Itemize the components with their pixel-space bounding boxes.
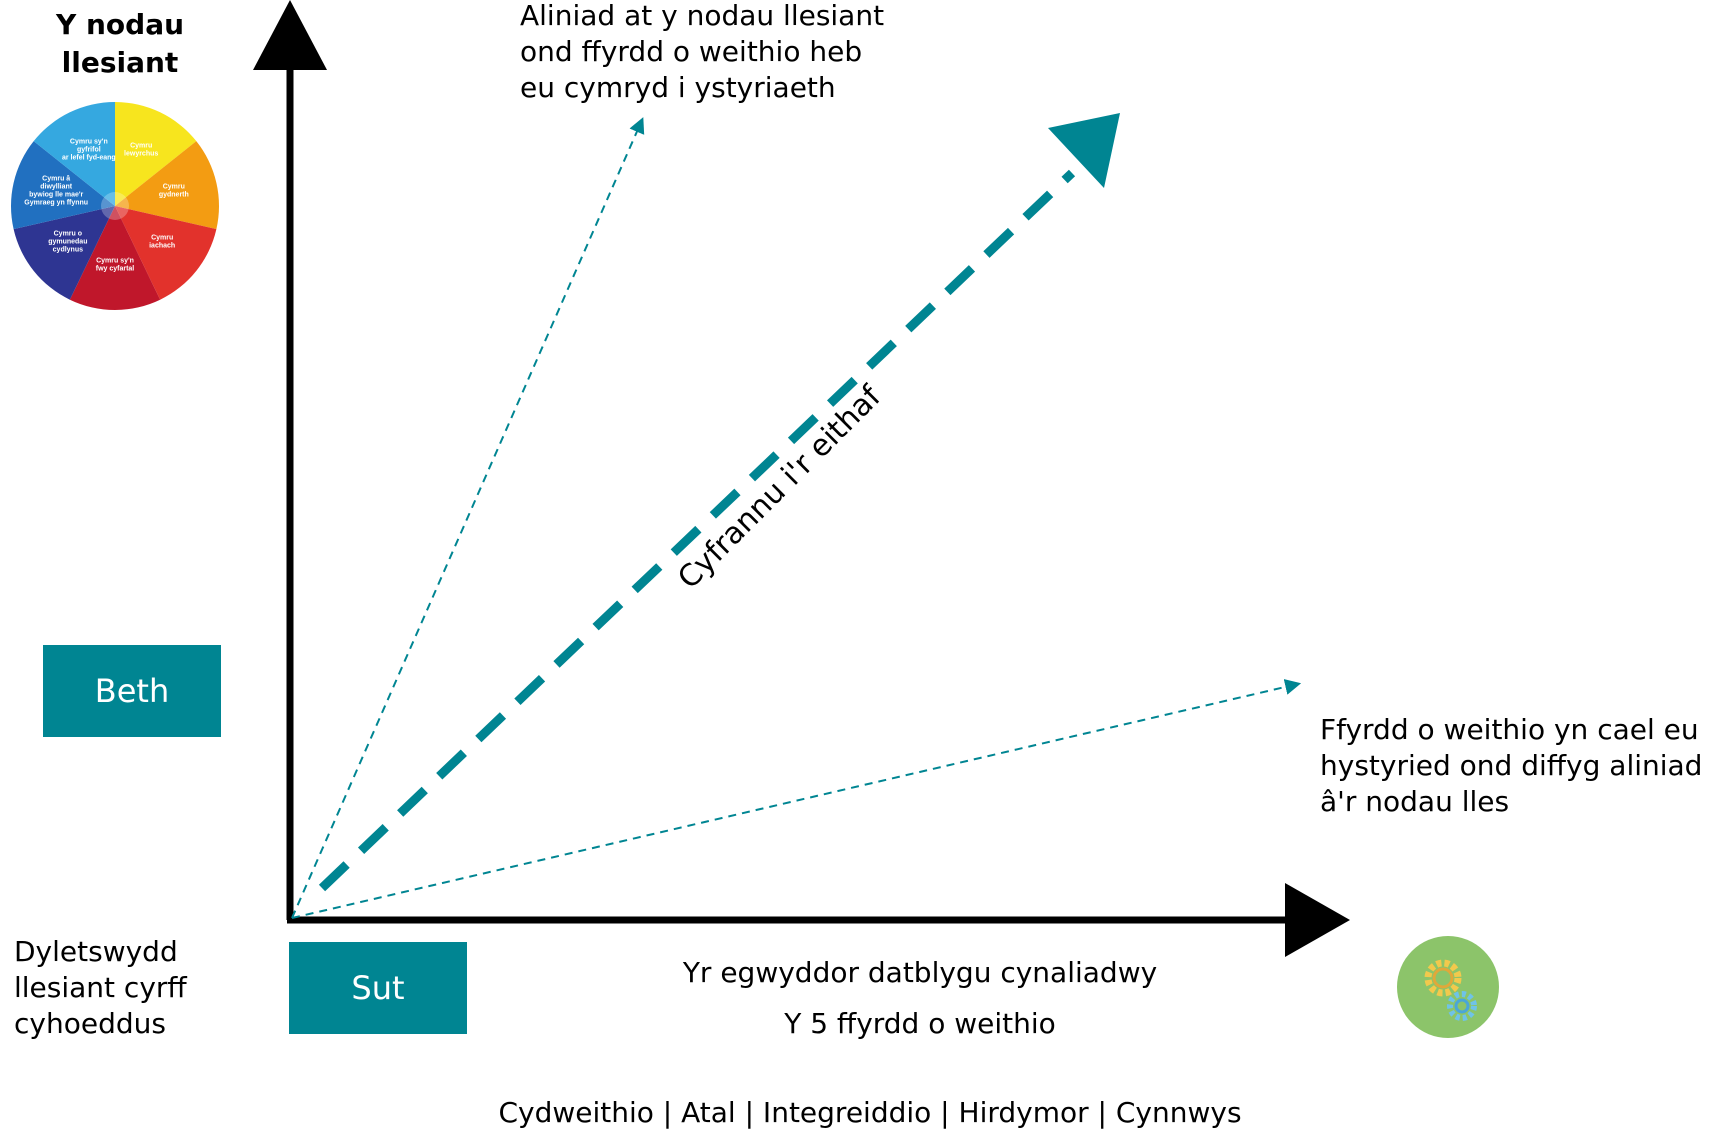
wheel-segment [115,141,219,230]
goals-alignment-annotation-line: eu cymryd i ystyriaeth [520,71,836,104]
goals-alignment-arrow [291,117,645,919]
wellbeing-goals-title-line2: llesiant [61,46,179,79]
wheel-segment [115,206,217,300]
public-body-duty-line: llesiant cyrff [14,971,187,1004]
public-body-duty-label: Dyletswydd llesiant cyrff cyhoeddus [14,934,254,1042]
wheel-segment [69,206,161,310]
ways-of-working-annotation-line: hystyried ond diffyg aliniad [1320,749,1703,782]
wellbeing-goals-title: Y nodau llesiant [30,6,210,82]
wellbeing-goals-title-line1: Y nodau [55,8,185,41]
y-axis [253,0,327,920]
wheel-segment [33,102,115,206]
ways-of-working-annotation: Ffyrdd o weithio yn cael eu hystyried on… [1320,712,1730,820]
wheel-segment [13,206,115,300]
five-ways-of-working-label: Y 5 ffyrdd o weithio [784,1007,1056,1040]
public-body-duty-line: cyhoeddus [14,1007,166,1040]
what-box: Beth [43,645,221,737]
ways-of-working-arrow [291,679,1302,919]
x-axis [287,883,1350,957]
wheel-segment [115,102,197,206]
goals-alignment-annotation-line: Aliniad at y nodau llesiant [520,0,885,32]
ways-of-working-list: Cydweithio | Atal | Integreiddio | Hirdy… [498,1096,1242,1129]
sustainable-development-principle-label: Yr egwyddor datblygu cynaliadwy [682,956,1158,989]
ways-of-working-annotation-line: â'r nodau lles [1320,785,1510,818]
wheel-segment [10,141,115,230]
wheel-center [101,192,129,220]
gears-icon [1397,936,1499,1038]
public-body-duty-line: Dyletswydd [14,935,178,968]
ways-of-working-annotation-line: Ffyrdd o weithio yn cael eu [1320,713,1699,746]
maximum-contribution-arrow [318,113,1120,892]
how-box: Sut [289,942,467,1034]
goals-alignment-annotation: Aliniad at y nodau llesiant ond ffyrdd o… [520,0,940,106]
goals-alignment-annotation-line: ond ffyrdd o weithio heb [520,35,863,68]
